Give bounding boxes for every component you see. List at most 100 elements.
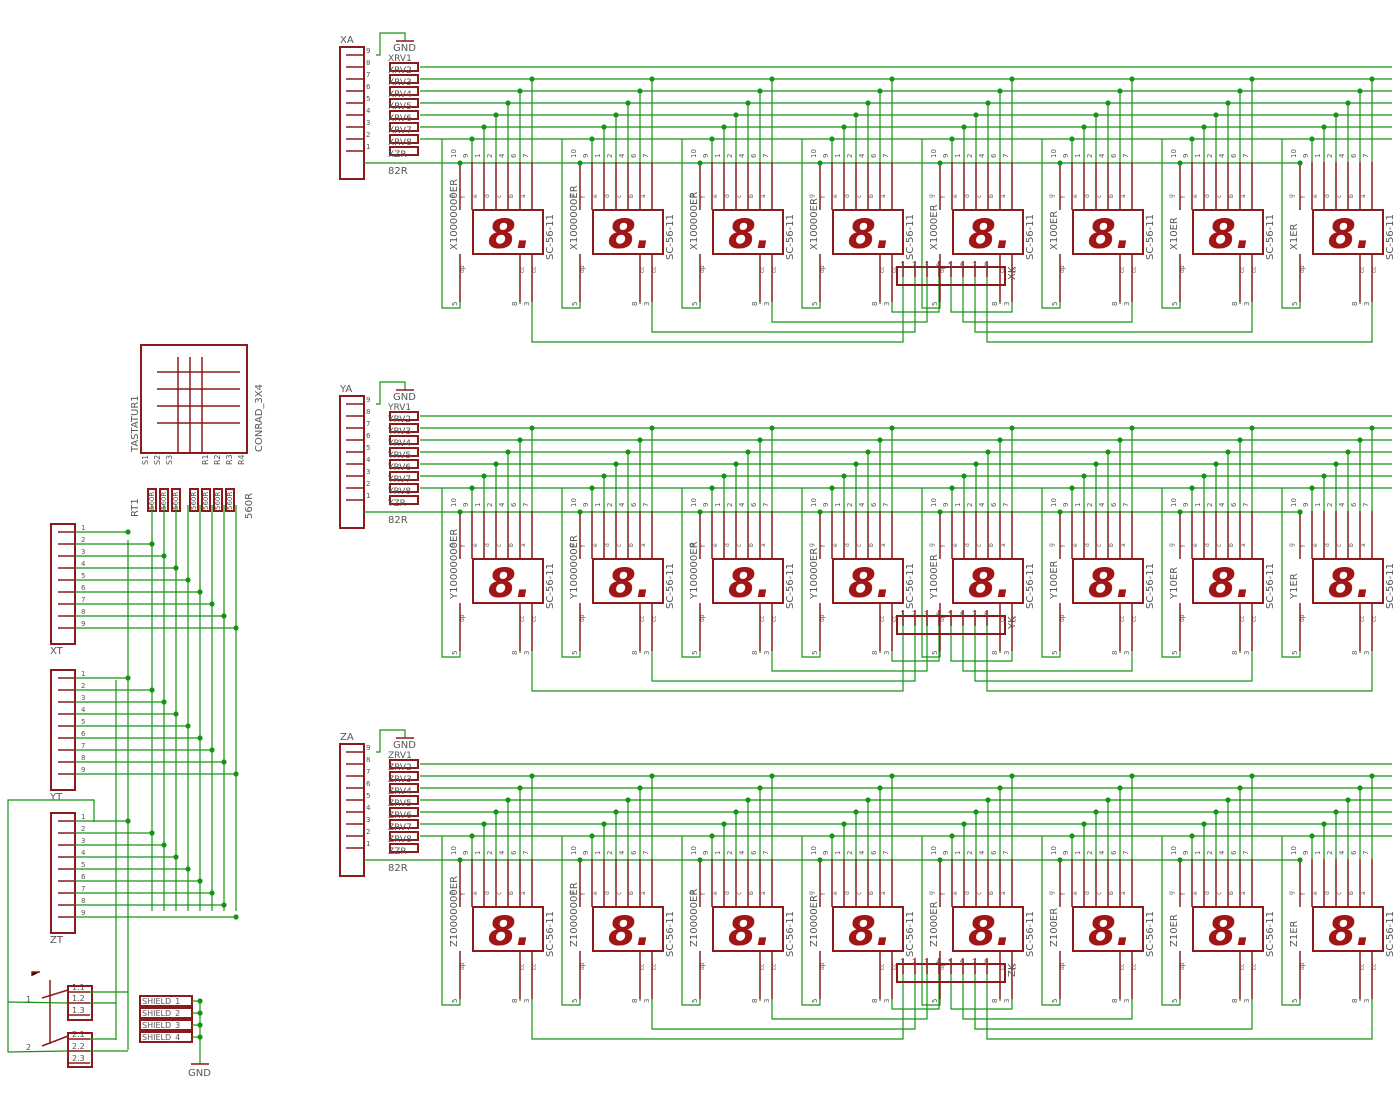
- junction-dot: [841, 473, 847, 479]
- segment-letter: f: [1180, 544, 1187, 547]
- display-bottom-label: cc: [1119, 266, 1126, 273]
- resistor-label: ZRV5: [388, 799, 412, 809]
- display-pin-number: 10: [690, 149, 698, 158]
- segment-letter: a: [1240, 891, 1247, 895]
- segment-letter: f: [580, 892, 587, 895]
- display-pin-number: 7: [1242, 503, 1250, 507]
- switch-contact-1: [41, 989, 69, 999]
- pin-header: [50, 523, 76, 645]
- display-pin-number: 2: [726, 503, 734, 507]
- display-pin-number: 6: [750, 153, 758, 158]
- header-pin-number: 9: [366, 744, 370, 752]
- display-part-number: SC-56-11: [1145, 563, 1156, 609]
- segment-letter: c: [1216, 544, 1223, 547]
- display-bottom-label: cc: [531, 266, 538, 273]
- display-bottom-pin-number: 5: [451, 651, 459, 655]
- display-bottom-label: cc: [1371, 266, 1378, 273]
- segment-letter: b: [868, 891, 875, 895]
- display-pin-number: 4: [858, 502, 866, 507]
- display-pin-number: 10: [1170, 149, 1178, 158]
- display-bottom-label: dp: [459, 962, 466, 970]
- segment-letter: f: [820, 892, 827, 895]
- cc-wire: [771, 964, 928, 1020]
- display-pin-number: 1: [1194, 503, 1202, 507]
- junction-dot: [769, 425, 775, 431]
- junction-dot: [1009, 425, 1015, 431]
- segment-letter: b: [1348, 194, 1355, 198]
- output-pin-number: 7: [972, 958, 976, 966]
- cc-wire: [891, 267, 940, 313]
- segment-letter: g: [448, 543, 455, 547]
- segment-letter: e: [712, 194, 719, 198]
- display-pin-number: 1: [594, 851, 602, 855]
- display-bottom-label: cc: [1011, 266, 1018, 273]
- display-pin-number: 7: [762, 851, 770, 855]
- junction-dot: [1213, 461, 1219, 467]
- segment-letter: c: [736, 544, 743, 547]
- header-pin-number: 1: [81, 670, 85, 678]
- display-bottom-pin-number: 5: [811, 999, 819, 1003]
- display-name: Z1000ER: [929, 901, 940, 947]
- segment-letter: a: [1000, 891, 1007, 895]
- junction-dot: [613, 809, 619, 815]
- segment-letter: a: [520, 543, 527, 547]
- display-pin-number: 6: [1350, 153, 1358, 158]
- display-pin-number: 10: [810, 149, 818, 158]
- display-bottom-pin-number: 3: [1363, 651, 1371, 655]
- segment-letter: b: [508, 194, 515, 198]
- junction-dot: [1309, 136, 1315, 142]
- display-bottom-label: cc: [999, 963, 1006, 970]
- header-pin-number: 1: [366, 840, 370, 848]
- segment-letter: d: [1084, 891, 1091, 895]
- display-bottom-label: cc: [1011, 615, 1018, 622]
- segment-letter: g: [1048, 194, 1055, 198]
- display-pin-number: 9: [702, 503, 710, 507]
- display-pin-number: 4: [1218, 502, 1226, 507]
- junction-dot: [1129, 76, 1135, 82]
- display-bottom-label: dp: [459, 265, 466, 273]
- display-pin-number: 1: [1194, 154, 1202, 158]
- resistor-label: XRV5: [388, 102, 412, 112]
- junction-dot: [457, 509, 463, 515]
- header-pin-number: 5: [366, 792, 370, 800]
- resistor-label: YZR: [387, 499, 406, 509]
- junction-dot: [1069, 485, 1075, 491]
- junction-dot: [997, 785, 1003, 791]
- display-pin-number: 6: [1230, 153, 1238, 158]
- junction-dot: [1237, 437, 1243, 443]
- junction-dot: [1345, 797, 1351, 803]
- junction-dot: [1177, 857, 1183, 863]
- resistor-array-value: 82R: [388, 515, 408, 526]
- digit-glyph: 8.: [1328, 212, 1371, 258]
- output-pin-number: 7: [972, 610, 976, 618]
- display-pin-number: 1: [954, 503, 962, 507]
- resistor-label: ZRV2: [388, 763, 412, 773]
- junction-dot: [1057, 160, 1063, 166]
- display-name: Z10000000ER: [449, 876, 460, 947]
- header-pin-number: 8: [81, 754, 85, 762]
- display-bottom-label: cc: [531, 963, 538, 970]
- display-part-number: SC-56-11: [665, 214, 676, 260]
- display-part-number: SC-56-11: [905, 911, 916, 957]
- resistor-label: XZR: [388, 150, 407, 160]
- display-bottom-pin-number: 8: [1231, 651, 1239, 655]
- segment-letter: e: [952, 891, 959, 895]
- resistor-label: XRV8: [388, 138, 412, 148]
- junction-dot: [757, 88, 763, 94]
- display-part-number: SC-56-11: [1385, 911, 1396, 957]
- junction-dot: [1189, 833, 1195, 839]
- keypad-column-label: S3: [165, 455, 174, 465]
- segment-letter: b: [748, 891, 755, 895]
- display-pin-number: 1: [1074, 154, 1082, 158]
- display-bottom-label: dp: [1299, 962, 1306, 970]
- shield-label: SHIELD_3: [142, 1021, 180, 1030]
- segment-letter: g: [1048, 891, 1055, 895]
- cc-wire: [986, 616, 1373, 692]
- junction-dot: [949, 485, 955, 491]
- segment-letter: g: [1168, 543, 1175, 547]
- display-bottom-label: cc: [1131, 266, 1138, 273]
- segment-letter: e: [832, 194, 839, 198]
- dp-loop: [1161, 139, 1181, 309]
- display-pin-number: 10: [930, 846, 938, 855]
- segment-letter: c: [976, 892, 983, 895]
